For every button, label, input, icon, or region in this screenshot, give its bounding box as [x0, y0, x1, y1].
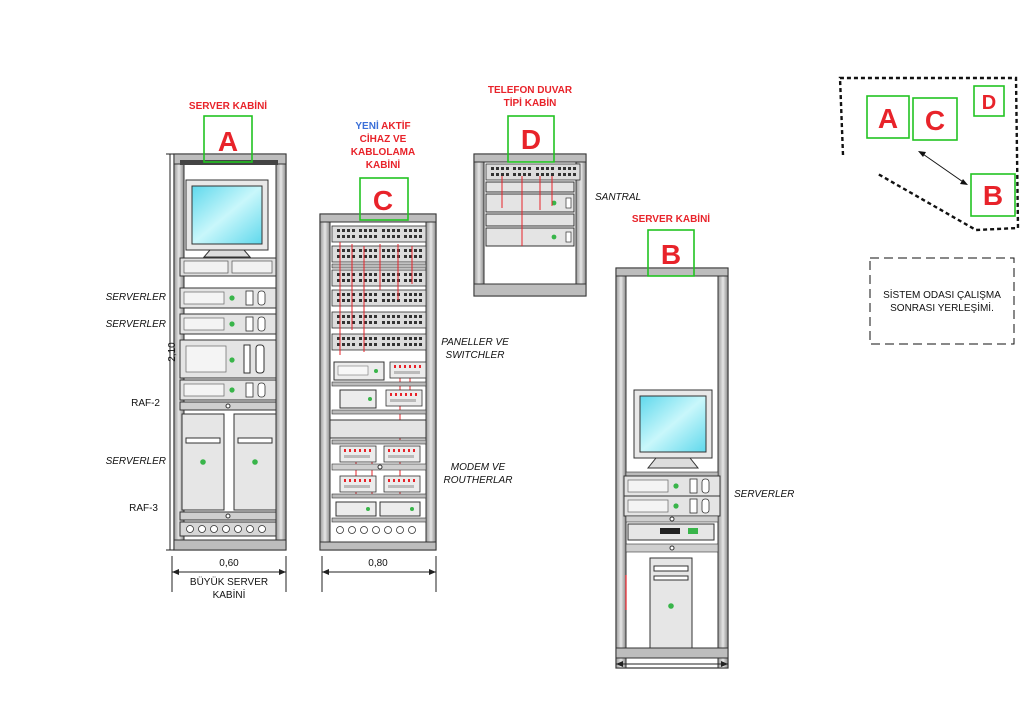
cabinet-d: [473, 153, 587, 297]
room-letter-b: B: [983, 180, 1003, 211]
cabinet-c-title-line2: CİHAZ VE: [360, 132, 407, 145]
cabinet-c: [319, 213, 437, 592]
server-cabinet-b-title: SERVER KABİNİ: [632, 212, 710, 225]
room-letter-d: D: [982, 92, 996, 114]
raf-2-label: RAF-2: [131, 398, 160, 409]
width-c-dimension: 0,80: [368, 558, 388, 569]
room-letter-c: C: [925, 105, 945, 136]
serverler-label-1: SERVERLER: [106, 292, 166, 303]
label-a-box: [203, 115, 253, 163]
note-box: [869, 257, 1015, 345]
raf-3-label: RAF-3: [129, 503, 158, 514]
santral-label: SANTRAL: [595, 192, 641, 203]
label-c-box: [359, 177, 409, 221]
room-letter-a: A: [878, 103, 898, 134]
cabinet-d-title-line1: TELEFON DUVAR: [488, 85, 573, 96]
width-a-dimension: 0,60: [219, 558, 239, 569]
note-line2: SONRASI YERLEŞİMİ.: [890, 301, 994, 314]
monitor-icon: [185, 179, 269, 258]
height-dimension: 2,10: [167, 342, 178, 362]
server-cabinet-a-title: SERVER KABİNİ: [189, 99, 267, 112]
paneller-line2: SWITCHLER: [446, 350, 505, 361]
cabinet-c-title-line4: KABİNİ: [366, 158, 401, 171]
cabinet-c-title-line1: YENİ AKTİF: [355, 119, 410, 132]
letter-c: C: [373, 185, 393, 216]
cabinet-c-title-line3: KABLOLAMA: [351, 147, 415, 158]
cabinet-c-aktif: AKTİF: [379, 119, 411, 132]
letter-a: A: [218, 126, 238, 157]
modem-line2: ROUTHERLAR: [444, 475, 513, 486]
label-d-box: [507, 115, 555, 163]
modem-line1: MODEM VE: [451, 462, 506, 473]
cabinet-b: [615, 267, 729, 669]
cabinet-a: [166, 153, 287, 592]
letter-b: B: [661, 239, 681, 270]
note-line1: SİSTEM ODASI ÇALIŞMA: [883, 288, 1001, 301]
cabinet-c-yeni: YENİ: [355, 119, 379, 132]
caption-a-line1: BÜYÜK SERVER: [190, 576, 268, 588]
letter-d: D: [521, 124, 541, 155]
caption-a-line2: KABİNİ: [213, 588, 246, 601]
serverler-label-3: SERVERLER: [106, 456, 166, 467]
label-b-box: [647, 229, 695, 277]
serverler-label-2: SERVERLER: [106, 319, 166, 330]
room-layout: [838, 76, 1020, 232]
paneller-line1: PANELLER VE: [441, 337, 509, 348]
cabinet-d-title-line2: TİPİ KABİN: [504, 96, 557, 109]
monitor-b-icon: [633, 389, 713, 469]
serverler-b-label: SERVERLER: [734, 489, 794, 500]
